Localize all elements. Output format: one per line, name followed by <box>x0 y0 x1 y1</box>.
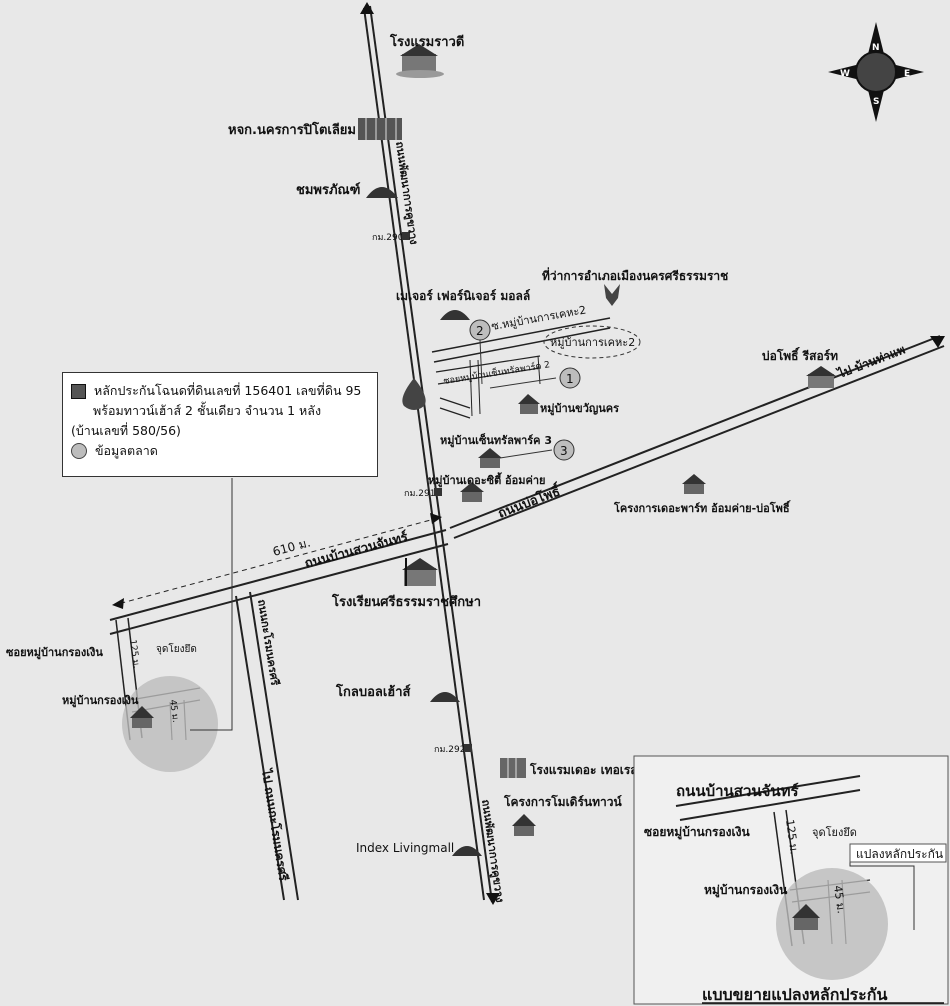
compass-e: E <box>904 69 910 79</box>
index-label: Index Livingmall <box>356 841 454 855</box>
kehae-ellipse <box>543 325 641 359</box>
park-project-house-icon <box>682 474 706 494</box>
kehae-village-label: หมู่บ้านการเคหะ2 <box>550 336 635 349</box>
globalhouse-icon <box>430 692 460 702</box>
inset-plot-label: แปลงหลักประกัน <box>856 847 943 861</box>
the-city-label: หมู่บ้านเดอะซิตี้ อ้อมค่าย <box>428 472 545 488</box>
km292-marker: กม.292 <box>434 744 472 755</box>
petroleum-label: หจก.นครการปิโตเลียม <box>228 121 356 138</box>
bophor-resort-icon <box>806 366 836 388</box>
legend-pointer <box>190 478 233 731</box>
market-swatch <box>71 443 87 459</box>
suanchan-road <box>109 529 449 635</box>
market-point-3: 3 <box>499 439 575 461</box>
hotel-terrace-label: โรงแรมเดอะ เทอเรส <box>529 762 638 777</box>
krongngern-soi-label: ซอยหมู่บ้านกรองเงิน <box>6 646 103 660</box>
km290-marker: กม.290 <box>372 232 410 243</box>
major-furniture-icon <box>440 310 470 320</box>
central-park3-label: หมู่บ้านเซ็นทรัลพาร์ค 3 <box>440 433 552 448</box>
park-project-label: โครงการเดอะพาร์ท อ้อมค่าย-บ่อโพธิ์ <box>613 500 791 515</box>
chompon-icon <box>366 187 398 198</box>
krongngern-village-label: หมู่บ้านกรองเงิน <box>62 694 139 708</box>
svg-text:3: 3 <box>560 444 568 458</box>
legend-line2-row: พร้อมทาวน์เฮ้าส์ 2 ชั้นเดียว จำนวน 1 หลั… <box>71 401 369 421</box>
legend-line3-row: (บ้านเลขที่ 580/56) <box>71 421 369 441</box>
market-point-2: 2 <box>469 319 491 385</box>
distance-610-arrow <box>112 513 442 609</box>
svg-text:กม.290: กม.290 <box>372 233 404 243</box>
legend-collateral-row: หลักประกันโฉนดที่ดินเลขที่ 156401 เลขที่… <box>71 381 369 401</box>
hotel-rawadee-icon <box>396 44 444 78</box>
garuda-icon <box>604 284 620 306</box>
compass-n: N <box>872 43 880 53</box>
legend-line3: (บ้านเลขที่ 580/56) <box>71 423 181 438</box>
krongngern-house-icon <box>130 706 154 728</box>
collateral-swatch <box>71 383 86 399</box>
distance-45-label: 45 ม. <box>167 699 180 723</box>
inset-125-label: 125 ม. <box>783 819 801 856</box>
side-road <box>235 591 299 901</box>
distance-125-label: 125 ม. <box>127 639 141 669</box>
inset-village-label: หมู่บ้านกรองเงิน <box>704 883 788 898</box>
svg-text:1: 1 <box>566 372 574 386</box>
soi-roads <box>431 317 611 419</box>
bophor-resort-label: บ่อโพธิ์ รีสอร์ท <box>762 347 838 363</box>
legend-market-row: ข้อมูลตลาด <box>71 441 369 461</box>
ptt-drop-icon <box>402 378 426 410</box>
legend-line2: พร้อมทาวน์เฮ้าส์ 2 ชั้นเดียว จำนวน 1 หลั… <box>93 403 322 418</box>
petroleum-icon <box>358 118 402 140</box>
hotel-rawadee-label: โรงแรมราวดี <box>389 33 464 50</box>
svg-text:2: 2 <box>476 324 484 338</box>
inset-map: ถนนบ้านสวนจันทร์ ซอยหมู่บ้านกรองเงิน จุด… <box>633 755 949 1005</box>
globalhouse-label: โกลบอลเฮ้าส์ <box>335 683 411 700</box>
school-label: โรงเรียนศรีธรรมราชศึกษา <box>331 593 481 610</box>
compass-w: W <box>840 69 850 79</box>
central-park3-house-icon <box>478 448 502 468</box>
compass-rose: N S W E <box>828 22 924 122</box>
legend-box: หลักประกันโฉนดที่ดินเลขที่ 156401 เลขที่… <box>62 372 378 477</box>
inset-soi-label: ซอยหมู่บ้านกรองเงิน <box>644 825 751 840</box>
index-icon <box>452 846 482 856</box>
inset-45-label: 45 ม. <box>831 885 848 915</box>
svg-text:กม.292: กม.292 <box>434 745 465 755</box>
the-city-house-icon <box>460 482 484 502</box>
major-furniture-label: เมเจอร์ เฟอร์นิเจอร์ มอลล์ <box>396 289 530 303</box>
market-point-1: 1 <box>489 367 581 389</box>
chompon-label: ชมพรภัณฑ์ <box>296 182 360 198</box>
bophor-road <box>449 335 945 539</box>
hotel-terrace-icon <box>500 758 526 778</box>
inset-road-label: ถนนบ้านสวนจันทร์ <box>676 782 800 800</box>
kwanyanakorn-house-icon <box>518 394 540 414</box>
anchor-label: จุดโยงยึด <box>156 642 197 655</box>
school-icon <box>402 558 438 586</box>
modern-town-label: โครงการโมเดิร์นทาวน์ <box>503 794 623 809</box>
modern-town-house-icon <box>512 814 536 836</box>
kwanyanakorn-label: หมู่บ้านขวัญนคร <box>540 402 619 416</box>
legend-market: ข้อมูลตลาด <box>95 443 158 458</box>
inset-title: แบบขยายแปลงหลักประกัน <box>702 985 887 1004</box>
legend-line1: หลักประกันโฉนดที่ดินเลขที่ 156401 เลขที่… <box>94 383 362 398</box>
svg-text:กม.291: กม.291 <box>404 489 435 499</box>
district-office-label: ที่ว่าการอำเภอเมืองนครศรีธรรมราช <box>542 267 728 283</box>
compass-s: S <box>873 97 879 107</box>
inset-anchor-label: จุดโยงยึด <box>812 825 857 839</box>
km291-marker: กม.291 <box>404 488 442 499</box>
